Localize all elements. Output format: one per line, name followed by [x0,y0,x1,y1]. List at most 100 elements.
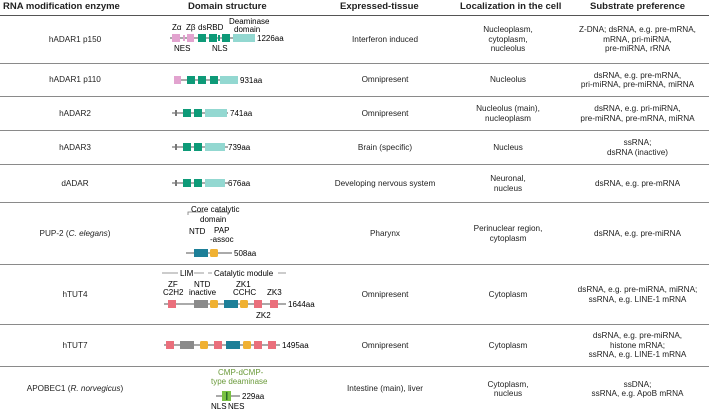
enzyme-name: PUP-2 (C. elegans) [39,228,111,238]
label-cchc: CCHC [233,288,256,297]
tissue: Interferon induced [352,34,418,44]
label-lim: LIM [180,269,194,278]
tissue: Pharynx [369,228,401,238]
enzyme-name: hADAR1 p150 [48,34,102,44]
label-za: Zα [172,23,182,32]
nls-motif [175,180,177,186]
domain-structure: 676aa [150,165,320,202]
domain-diagram: Core catalytic domain NTD PAP -assoc 508… [186,205,257,258]
dsrbd-1 [183,109,191,117]
pap-domain-1 [210,300,218,308]
substrate: dsRNA, e.g. pre-miRNA, miRNA;ssRNA, e.g.… [577,285,698,304]
label-pap: PAP [214,226,229,235]
tissue: Omnipresent [361,75,409,85]
domain-structure: Zα Zβ dsRBD Deaminase domain NES NLS 122… [150,16,320,63]
nes-motif [226,392,228,400]
substrate: dsRNA, e.g. pri-miRNA,pre-miRNA, pre-mRN… [580,104,695,123]
domain-diagram: CMP-dCMP- type deaminase 229aa NLS NES [211,368,268,411]
protein-length: 931aa [240,76,263,85]
substrate: ssRNA;dsRNA (inactive) [607,138,668,157]
label-deaminase: Deaminase [229,17,270,26]
label-core-domain: domain [200,215,226,224]
localization: Cytoplasm,nucleus [487,379,529,398]
label-zk1: ZK1 [236,280,251,289]
table-row: APOBEC1 (R. norvegicus) CMP-dCMP- type d… [0,367,709,411]
enzyme-name: hTUT4 [62,289,88,299]
localization: Nucleolus (main),nucleoplasm [476,104,540,123]
header-tissue: Expressed-tissue [340,1,419,12]
ntd-domain [226,341,240,349]
domain-diagram: 741aa [172,109,253,118]
enzyme-name: dADAR [61,178,89,188]
zb-domain [187,34,194,42]
protein-length: 676aa [228,179,251,188]
ntd-domain [194,249,208,257]
label-nes: NES [228,402,244,411]
table-row: hADAR2 741aa Omnipresent Nucleolus (main… [0,97,709,131]
dsrbd-3 [210,76,218,84]
label-zk2: ZK2 [256,311,271,320]
label-pap-assoc: -assoc [210,235,234,244]
domain-structure: 931aa [150,64,320,96]
dsrbd-2 [209,34,217,42]
domain-diagram: 676aa [172,179,251,188]
domain-structure: 1495aa [150,325,320,366]
label-dsrbd: dsRBD [198,23,224,32]
substrate: Z-DNA; dsRNA, e.g. pre-mRNA,mRNA, pri-mi… [579,25,696,54]
domain-structure: CMP-dCMP- type deaminase 229aa NLS NES [150,367,320,411]
protein-length: 1226aa [257,34,284,43]
dsrbd-2 [194,143,202,151]
label-cmp-dcmp: CMP-dCMP- [218,368,264,377]
enzyme-name: APOBEC1 (R. norvegicus) [26,384,124,394]
deaminase-domain [205,143,225,151]
substrate: dsRNA, e.g. pre-miRNA,histone mRNA;ssRNA… [588,331,687,360]
label-nls: NLS [211,402,227,411]
localization: Nucleus [493,142,523,152]
localization: Cytoplasm [488,289,528,299]
tissue: Omnipresent [361,340,409,350]
domain-structure: LIM Catalytic module ZF C2H2 NTD inactiv… [150,265,320,324]
table-row: PUP-2 (C. elegans) Core catalytic domain… [0,203,709,265]
header-enzyme: RNA modification enzyme [3,1,120,12]
localization: Cytoplasm [488,340,528,350]
table-header: RNA modification enzyme Domain structure… [0,0,709,16]
ntd-inactive-domain [180,341,194,349]
zf-domain [166,341,174,349]
deaminase-domain [233,34,255,42]
label-nes: NES [174,44,190,53]
nls-motif [175,110,177,116]
localization: Perinuclear region,cytoplasm [473,224,543,243]
domain-structure: 739aa [150,131,320,164]
zk1-domain [214,341,222,349]
label-zk3: ZK3 [267,288,282,297]
label-ntd: NTD [189,227,206,236]
ntd-domain [224,300,238,308]
label-inactive: inactive [189,288,217,297]
label-ntd: NTD [194,280,211,289]
protein-length: 1644aa [288,300,315,309]
nls-motif [218,35,220,41]
table-row: hTUT4 LIM Catalytic module ZF C2H2 NTD i… [0,265,709,325]
substrate: ssDNA;ssRNA, e.g. ApoB mRNA [591,379,684,398]
pap-domain-2 [240,300,248,308]
dsrbd-2 [194,109,202,117]
zk2-domain [254,300,262,308]
protein-length: 229aa [242,392,265,401]
nes-motif [183,35,185,41]
zk2-domain [254,341,262,349]
domain-diagram: 1495aa [164,341,309,350]
dsrbd-2 [198,76,206,84]
domain-diagram: LIM Catalytic module ZF C2H2 NTD inactiv… [162,269,315,320]
domain-structure: Core catalytic domain NTD PAP -assoc 508… [150,203,320,264]
table-row: hADAR3 739aa Brain (specific) Nucleus ss… [0,131,709,165]
tissue: Brain (specific) [357,142,413,152]
zk3-domain [268,341,276,349]
protein-length: 1495aa [282,341,309,350]
dsrbd-3 [222,34,230,42]
zk3-domain [270,300,278,308]
table-row: hTUT7 1495aa Omnipresent Cytoplasm dsRNA… [0,325,709,367]
header-localization: Localization in the cell [460,1,562,12]
localization: Nucleoplasm,cytoplasm,nucleolus [483,25,533,54]
substrate: dsRNA, e.g. pre-mRNA,pri-miRNA, pre-miRN… [580,70,695,89]
enzyme-name: hADAR1 p110 [49,75,101,85]
